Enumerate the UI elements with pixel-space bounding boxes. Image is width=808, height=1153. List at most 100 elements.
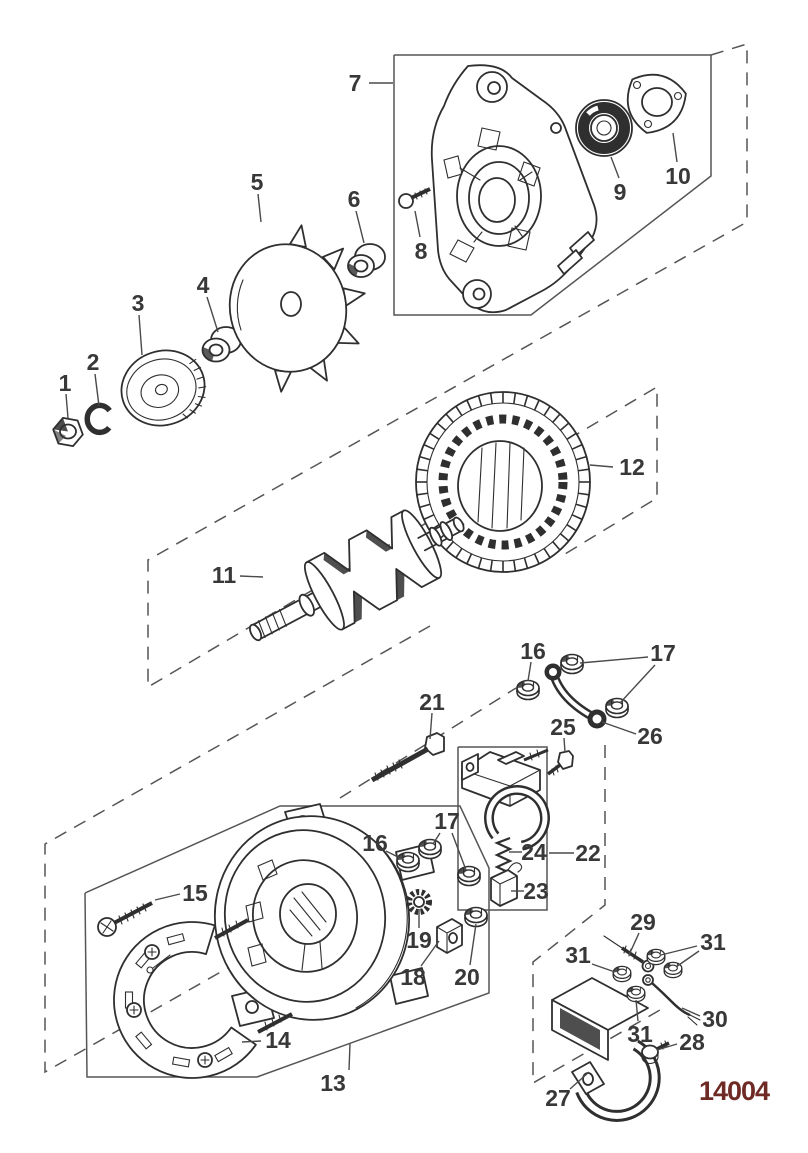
stator-slot-tick (489, 560, 493, 572)
part-1-nut (52, 417, 84, 447)
part-22-brush-holder (461, 748, 550, 851)
callout-12-leader (589, 464, 614, 468)
part-27-regulator (551, 977, 661, 1122)
callout-9-leader (610, 156, 620, 179)
stator-slot-tick (429, 432, 440, 440)
callout-3-label: 3 (132, 290, 145, 316)
part-16-nut (396, 851, 420, 873)
stator-slot-tick (533, 399, 540, 411)
stator-slot-tick (533, 553, 540, 565)
stator-slot-tick (578, 468, 590, 472)
group-boundary-solid (393, 54, 712, 316)
part-5-fan (228, 224, 366, 393)
part-17-nut (560, 653, 584, 675)
callout-30-leader (681, 1007, 701, 1017)
part-14-rectifier (113, 918, 293, 1079)
callout-16-label: 16 (520, 638, 546, 664)
stator-slot-tick (575, 503, 587, 509)
part-6-spacer (347, 243, 386, 278)
callout-31-label: 31 (627, 1021, 653, 1047)
stator-slot-tick (423, 514, 435, 521)
callout-5-leader (257, 193, 262, 223)
callout-16-leader (527, 661, 532, 682)
stator-slot-tick (445, 413, 454, 423)
stator-slot-tick (575, 455, 587, 461)
part-23-brush (490, 862, 523, 907)
part-2-snap-ring (84, 402, 112, 436)
stator-slot-tick (566, 524, 577, 532)
callout-2-label: 2 (87, 349, 100, 375)
part-16-nut (516, 679, 540, 701)
part-31-nut (626, 985, 646, 1003)
stator-slot-tick (466, 399, 473, 411)
figure-number: 14004 (699, 1076, 770, 1106)
callout-15-leader (154, 893, 181, 901)
stator-slot-tick (455, 548, 463, 559)
stator-slot-tick (543, 548, 551, 559)
callout-29-leader (628, 932, 640, 956)
callout-16-label: 16 (362, 830, 388, 856)
part-24-brush-spring (494, 836, 513, 874)
part-21-through-bolt (370, 732, 445, 783)
callout-16-leader (385, 850, 405, 861)
callout-19-label: 19 (406, 927, 432, 953)
stator-slot-tick (578, 492, 590, 496)
part-30-lead-wire (642, 974, 701, 1026)
part-8-screw (398, 187, 431, 209)
callout-1-leader (65, 393, 69, 419)
part-17-nut (457, 865, 481, 887)
stator-slot-tick (523, 395, 529, 407)
callout-17-leader (451, 832, 467, 871)
callout-1-label: 1 (59, 370, 72, 396)
callout-31-leader (591, 963, 616, 973)
callout-10-leader (672, 132, 678, 163)
part-4-spacer-bushing (201, 326, 242, 363)
callout-8-label: 8 (415, 238, 428, 264)
part-10-bearing-retainer (626, 73, 687, 134)
stator-slot-tick (513, 560, 517, 572)
part-17-nut (418, 838, 442, 860)
part-13-rear-housing (213, 803, 435, 1027)
stator-slot-tick (419, 503, 431, 509)
stator-slot-tick (552, 541, 561, 551)
group-boundary-solid (457, 746, 548, 911)
stator-slot-tick (436, 422, 447, 431)
callout-5-label: 5 (251, 169, 264, 195)
stator-slot-tick (477, 557, 483, 569)
callout-12-label: 12 (619, 454, 645, 480)
callout-26-label: 26 (637, 723, 663, 749)
stator-slot-tick (455, 405, 463, 416)
callout-7-label: 7 (349, 70, 362, 96)
callout-8-leader (414, 210, 421, 238)
callout-20-leader (469, 923, 477, 966)
callout-31-label: 31 (565, 942, 591, 968)
stator-slot-tick (552, 413, 561, 423)
stator-slot-tick (559, 422, 570, 431)
callouts-layer: 1234567891011121314151617181920212223242… (59, 70, 728, 1111)
callout-18-label: 18 (400, 964, 426, 990)
callout-29-label: 29 (630, 909, 656, 935)
part-17-nut (605, 697, 629, 719)
stator-slot-tick (559, 533, 570, 542)
callout-15-label: 15 (182, 880, 208, 906)
stator-slot-tick (566, 432, 577, 440)
callout-4-label: 4 (197, 272, 210, 298)
callout-17-label: 17 (434, 808, 460, 834)
callout-27-leader (569, 1071, 590, 1090)
stator-slot-tick (489, 392, 493, 404)
group-boundary-dashed (532, 745, 661, 1085)
callout-17-leader (432, 832, 441, 845)
part-18-bracket (436, 918, 463, 954)
callout-13-leader (348, 1043, 351, 1071)
callout-14-label: 14 (265, 1027, 291, 1053)
part-28-screw (641, 1040, 670, 1064)
part-25-screw (546, 750, 574, 776)
callout-18-leader (420, 940, 440, 967)
callout-26-leader (601, 721, 637, 735)
callout-24-label: 24 (521, 839, 547, 865)
stator-slot-tick (513, 392, 517, 404)
part-31-nut (646, 948, 666, 966)
stator-slot-tick (466, 553, 473, 565)
callout-31-leader (675, 950, 700, 968)
